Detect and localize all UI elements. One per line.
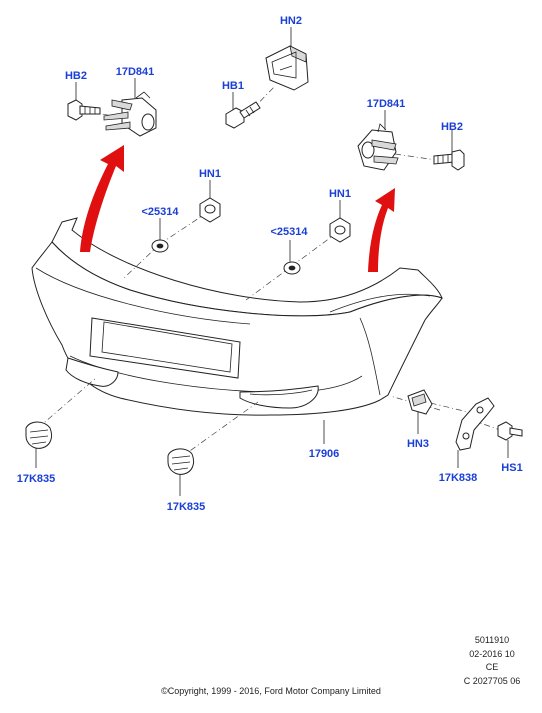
label-hs1[interactable]: HS1 bbox=[501, 462, 522, 474]
bolt-hb2-right bbox=[433, 149, 465, 171]
diagram-code: C 2027705 06 bbox=[463, 675, 521, 686]
screw-hs1 bbox=[497, 421, 523, 441]
label-17d841-right[interactable]: 17D841 bbox=[367, 98, 406, 110]
label-17906[interactable]: 17906 bbox=[309, 448, 340, 460]
label-hn1-left[interactable]: HN1 bbox=[199, 168, 221, 180]
label-17k835-center[interactable]: 17K835 bbox=[167, 501, 206, 513]
label-17k838[interactable]: 17K838 bbox=[439, 472, 478, 484]
label-hb1[interactable]: HB1 bbox=[222, 80, 244, 92]
washer-25314-right bbox=[283, 261, 301, 275]
label-hb2-left[interactable]: HB2 bbox=[65, 70, 87, 82]
assembly-lines bbox=[37, 85, 501, 459]
grille-insert-17k835-left bbox=[25, 421, 53, 449]
bracket-17d841-right bbox=[357, 123, 399, 171]
diagram-reference-block: 5011910 02-2016 10 CE C 2027705 06 bbox=[450, 634, 534, 688]
leader-lines bbox=[35, 27, 509, 496]
removal-arrow-right bbox=[368, 188, 395, 272]
bolt-hb1 bbox=[225, 101, 261, 129]
clip-nut-hn2 bbox=[265, 45, 309, 91]
label-17k835-left[interactable]: 17K835 bbox=[17, 473, 56, 485]
diagram-region: CE bbox=[485, 662, 499, 672]
label-17d841-left[interactable]: 17D841 bbox=[116, 66, 155, 78]
grille-insert-17k835-center bbox=[167, 448, 195, 475]
label-25314-right[interactable]: <25314 bbox=[270, 226, 308, 238]
label-hn3[interactable]: HN3 bbox=[407, 438, 429, 450]
clip-hn3 bbox=[407, 389, 433, 415]
label-hn1-right[interactable]: HN1 bbox=[329, 188, 351, 200]
washer-25314-left bbox=[151, 239, 169, 253]
diagram-number: 5011910 bbox=[474, 635, 510, 645]
label-25314-left[interactable]: <25314 bbox=[141, 206, 179, 218]
nut-hn1-right bbox=[329, 217, 351, 243]
label-hb2-right[interactable]: HB2 bbox=[441, 121, 463, 133]
bolt-hb2-left bbox=[67, 99, 101, 121]
diagram-date: 02-2016 10 bbox=[469, 648, 515, 659]
removal-arrow-left bbox=[80, 145, 124, 252]
nut-hn1-left bbox=[199, 197, 221, 223]
label-hn2[interactable]: HN2 bbox=[280, 15, 302, 27]
copyright-notice: ©Copyright, 1999 - 2016, Ford Motor Comp… bbox=[161, 686, 381, 696]
bracket-17d841-left bbox=[103, 91, 157, 137]
bumper-cover bbox=[31, 217, 443, 416]
bracket-17k838 bbox=[455, 397, 495, 451]
